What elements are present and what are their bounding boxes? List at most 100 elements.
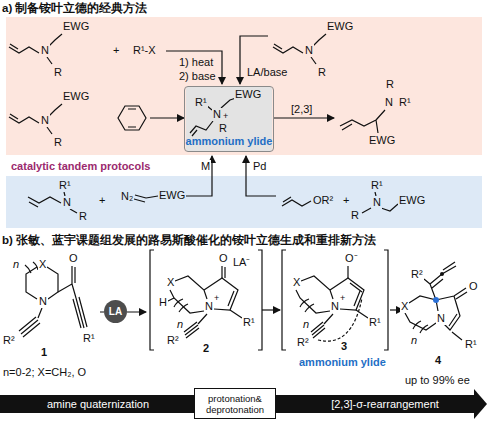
chem-label: + (342, 194, 350, 207)
allene-dot (440, 272, 444, 276)
stroke (340, 110, 385, 133)
chem-label: N (62, 196, 72, 209)
stroke (134, 195, 158, 202)
stroke (166, 51, 222, 84)
stroke (9, 34, 62, 64)
stroke (246, 156, 276, 196)
chem-label: R¹ (464, 338, 478, 351)
step-label: amine quaternization (28, 395, 168, 413)
chem-label: n=0-2; X=CH₂, O (2, 366, 87, 379)
stroke (273, 34, 326, 64)
stroke (405, 296, 438, 330)
chem-label: ammonium ylide (298, 356, 387, 369)
chem-label: R¹ (398, 96, 412, 109)
stroke (282, 197, 311, 206)
band-arrowhead (474, 389, 487, 419)
chem-label: + (213, 294, 220, 303)
chem-label: R² (166, 334, 180, 347)
chem-label: LA⁻ (232, 256, 251, 269)
chem-label: 1) heat (178, 56, 214, 69)
stroke (186, 156, 212, 196)
ylide-box-fill (186, 86, 272, 152)
chem-label: + (98, 194, 106, 207)
chem-label: X (400, 300, 409, 313)
chem-label: 3 (340, 340, 348, 353)
stroke (58, 266, 76, 298)
chem-label: 2 (202, 342, 210, 355)
stroke (9, 104, 62, 134)
chem-label: EWG (62, 90, 90, 103)
node-text: protonation& deprotonation (195, 393, 275, 415)
chem-label: O⁻ (344, 252, 359, 265)
stroke (170, 276, 238, 313)
chem-label: n (176, 318, 184, 331)
chem-label: 1 (40, 346, 48, 359)
stroke (150, 250, 262, 350)
chem-label: R (218, 122, 228, 135)
chem-label: O (68, 252, 79, 265)
stroke (262, 309, 280, 310)
chem-label: X (38, 258, 47, 271)
chem-label: N (212, 108, 222, 121)
chem-label: R¹ (242, 316, 256, 329)
chem-label: R² (410, 268, 424, 281)
chem-label: + (339, 294, 346, 303)
chem-label: O (468, 280, 479, 293)
chem-label: EWG (326, 20, 354, 33)
chem-label: [2,3] (290, 103, 313, 116)
chem-label: N₂ (120, 190, 134, 203)
chem-label: 4 (434, 354, 442, 367)
chem-label: R² (296, 336, 310, 349)
node-text: [2,3]-σ-rearrangement (331, 398, 439, 411)
classic-panel (6, 17, 482, 155)
chem-label: N (40, 114, 50, 127)
chem-label: N (436, 312, 446, 325)
chem-label: n (410, 334, 418, 347)
chem-label: R (53, 136, 63, 149)
stroke (128, 109, 136, 127)
stroke (25, 262, 38, 273)
chem-label: R¹ (58, 179, 72, 192)
node-text: ammonium ylide (186, 135, 273, 148)
catalyst-circle: LA (104, 300, 127, 323)
chem-label: + (112, 44, 120, 57)
chem-label: Pd (252, 160, 267, 173)
stroke (118, 106, 146, 130)
catalytic-panel (6, 176, 482, 228)
chem-label: n (302, 318, 310, 331)
chem-label: N (38, 295, 48, 308)
stroke (19, 308, 42, 337)
chem-label: + (222, 112, 229, 121)
stroke (190, 121, 213, 136)
chem-label: N (304, 44, 314, 57)
chem-label: R (317, 66, 327, 79)
chem-label: R (53, 66, 63, 79)
stroke (73, 297, 87, 328)
chem-label: X (292, 276, 301, 289)
stroke (296, 276, 364, 313)
structures (9, 34, 467, 350)
chem-label: catalytic tandem protocols (10, 160, 151, 173)
chem-label: O (218, 252, 229, 265)
chem-label: EWG (234, 88, 262, 101)
stereocenter-dot (433, 297, 439, 303)
stroke (362, 192, 398, 213)
chem-label: R² (2, 334, 16, 347)
chem-label: X (166, 276, 175, 289)
chem-label: N (40, 44, 50, 57)
chem-label: R¹ (370, 179, 384, 192)
chem-label: OR² (312, 194, 334, 207)
stroke (436, 288, 467, 340)
chem-label: R (350, 209, 360, 222)
stroke (28, 192, 77, 213)
chem-label: EWG (368, 134, 396, 147)
chem-label: R¹ (368, 316, 382, 329)
chem-label: up to 99% ee (404, 374, 471, 387)
chem-label: R¹ (194, 96, 208, 109)
stroke (424, 262, 456, 300)
chem-label: EWG (158, 189, 186, 202)
stroke (282, 250, 388, 350)
chem-label: R (78, 210, 88, 223)
stroke (413, 321, 428, 333)
